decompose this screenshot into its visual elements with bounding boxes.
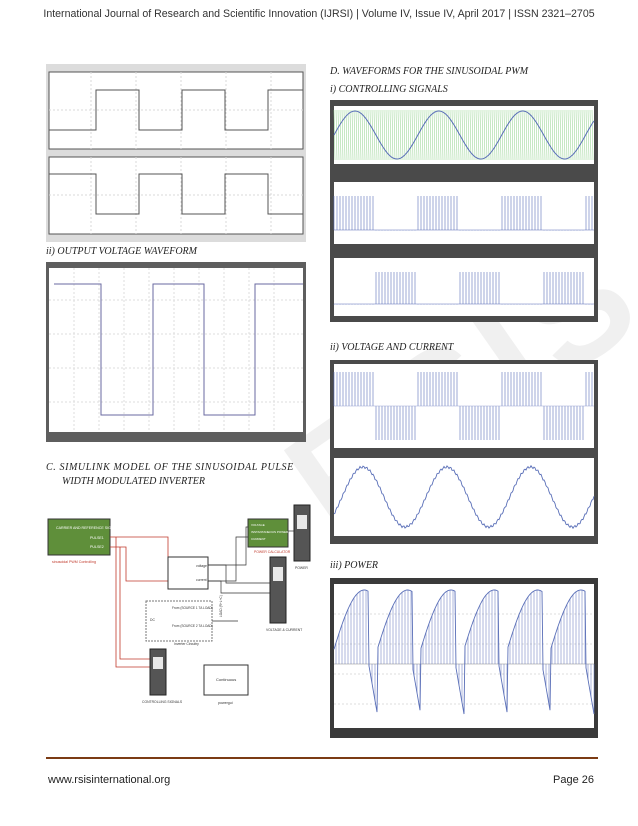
footer-page-number: Page 26 xyxy=(553,774,594,786)
inverter-caption: Inverter Circuitry xyxy=(174,642,199,646)
pulse-source-2: From (SOURCE 2 TA LOAD) xyxy=(172,624,213,628)
sine-block-line2: PULSE1 xyxy=(90,536,104,540)
power-calculator-block xyxy=(247,518,289,548)
powergui-block xyxy=(203,664,249,696)
sine-block-caption: sinusoidal PWM Controlling xyxy=(52,560,96,564)
section-heading: D. WAVEFORMS FOR THE SINUSOIDAL PWM xyxy=(330,66,529,77)
inverter-block xyxy=(167,556,209,590)
bridge-area xyxy=(145,600,213,642)
current-port: current xyxy=(196,578,207,582)
voltage-current-heading: ii) VOLTAGE AND CURRENT xyxy=(330,342,454,353)
controlling-signals-scope-plot xyxy=(330,100,598,322)
output-voltage-heading: ii) OUTPUT VOLTAGE WAVEFORM xyxy=(46,246,197,257)
sine-pwm-block xyxy=(47,518,111,556)
sine-block-line3: PULSE2 xyxy=(90,545,104,549)
power-heading: iii) POWER xyxy=(330,560,379,571)
power-calc-caption: POWER CALCULATOR xyxy=(254,550,291,554)
vi-scope-caption: VOLTAGE & CURRENT xyxy=(266,628,302,632)
pulse-source-1: From (SOURCE 1 TA LOAD) xyxy=(172,606,213,610)
sine-block-line1: CARRIER AND REFERENCE SIGNALS xyxy=(56,526,121,530)
dc-label: DC xyxy=(150,618,155,622)
power-calc-line2: INSTANTANEOUS POWER AND xyxy=(251,530,296,534)
load-label: LOAD (R+L+C) xyxy=(219,595,223,617)
power-calc-line1: VOLTAGE xyxy=(251,523,265,527)
power-scope-plot xyxy=(330,578,598,738)
footer-rule xyxy=(46,757,598,759)
left-square-wave-scope xyxy=(46,64,306,242)
simulink-model-diagram: CARRIER AND REFERENCE SIGNALS PULSE1 PUL… xyxy=(46,497,314,709)
simulink-heading-line1: C. SIMULINK MODEL OF THE SINUSOIDAL PULS… xyxy=(46,462,294,473)
footer-website: www.rsisinternational.org xyxy=(48,774,171,786)
voltage-current-scope-plot xyxy=(330,360,598,544)
vi-scope xyxy=(269,556,287,624)
power-scope-caption: POWER xyxy=(295,566,308,570)
voltage-port: voltage xyxy=(196,564,207,568)
power-scope xyxy=(293,504,311,562)
powergui-caption: powergui xyxy=(218,701,233,705)
power-calc-line3: CURRENT xyxy=(251,537,266,541)
powergui-label: Continuous xyxy=(216,677,236,682)
journal-header: International Journal of Research and Sc… xyxy=(43,8,595,20)
ctrl-scope-caption: CONTROLLING SIGNALS xyxy=(142,700,183,704)
simulink-heading-line2: WIDTH MODULATED INVERTER xyxy=(62,476,205,487)
controlling-signals-heading: i) CONTROLLING SIGNALS xyxy=(330,84,448,95)
controlling-signals-scope xyxy=(149,648,167,696)
output-voltage-scope xyxy=(46,262,306,442)
